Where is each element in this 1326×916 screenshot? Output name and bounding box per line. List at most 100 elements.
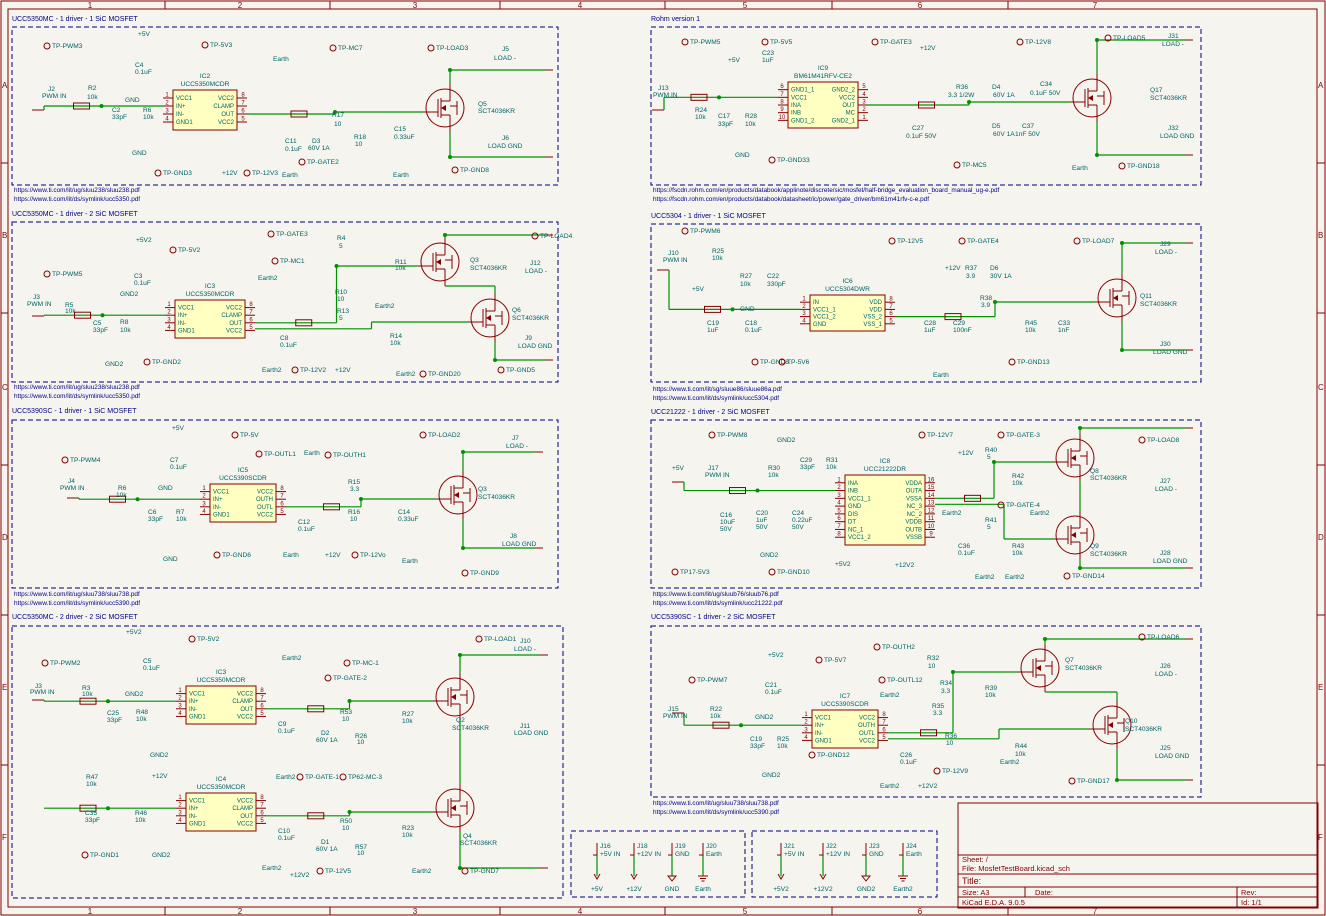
test-point-icon[interactable] bbox=[1008, 358, 1016, 366]
test-point-icon[interactable] bbox=[43, 270, 51, 278]
test-point-icon[interactable] bbox=[461, 867, 469, 875]
ic-ic6[interactable]: IC6UCC5304DWRIN1VCC1_12VCC1_23GND4VDD8VD… bbox=[800, 278, 895, 332]
datasheet-link[interactable]: https://www.ti.com/lit/ds/symlink/ucc539… bbox=[653, 809, 779, 816]
datasheet-link[interactable]: https://www.ti.com/lit/ds/symlink/ucc535… bbox=[14, 196, 140, 203]
test-point-icon[interactable] bbox=[451, 166, 459, 174]
test-point-icon[interactable] bbox=[324, 674, 332, 682]
datasheet-link[interactable]: https://www.ti.com/lit/ds/symlink/ucc539… bbox=[14, 600, 140, 607]
datasheet-link[interactable]: https://fscdn.rohm.com/en/products/datab… bbox=[653, 187, 1000, 194]
ic-body[interactable] bbox=[844, 474, 926, 546]
test-point-icon[interactable] bbox=[497, 366, 505, 374]
ic-body[interactable] bbox=[172, 89, 238, 131]
test-point-icon[interactable] bbox=[681, 38, 689, 46]
test-point-icon[interactable] bbox=[1104, 34, 1112, 42]
test-point-icon[interactable] bbox=[681, 227, 689, 235]
test-point-icon[interactable] bbox=[873, 643, 881, 651]
ic-body[interactable] bbox=[174, 299, 246, 339]
test-point-icon[interactable] bbox=[296, 773, 304, 781]
test-point-icon[interactable] bbox=[1138, 436, 1146, 444]
test-point-icon[interactable] bbox=[329, 44, 337, 52]
test-point-icon[interactable] bbox=[41, 659, 49, 667]
test-point-icon[interactable] bbox=[997, 501, 1005, 509]
test-point-icon[interactable] bbox=[1138, 633, 1146, 641]
test-point-icon[interactable] bbox=[343, 659, 351, 667]
test-point-icon[interactable] bbox=[419, 370, 427, 378]
test-point-icon[interactable] bbox=[871, 38, 879, 46]
test-point-icon[interactable] bbox=[81, 851, 89, 859]
ic-body[interactable] bbox=[809, 294, 886, 332]
test-point-icon[interactable] bbox=[808, 751, 816, 759]
datasheet-link[interactable]: https://www.ti.com/lit/sg/sluue86/sluue8… bbox=[653, 386, 782, 393]
ic-ic4[interactable]: IC4UCC5350MCDRVCC11IN+2IN-3GND14VCC28CLA… bbox=[176, 776, 266, 832]
ic-body[interactable] bbox=[787, 81, 859, 129]
test-point-icon[interactable] bbox=[888, 237, 896, 245]
test-point-icon[interactable] bbox=[213, 551, 221, 559]
ic-ic3[interactable]: IC3UCC5350MCDRVCC11IN+2IN-3GND14VCC28CLA… bbox=[176, 669, 266, 725]
test-point-icon[interactable] bbox=[154, 169, 162, 177]
ic-body[interactable] bbox=[811, 709, 879, 749]
test-point-icon[interactable] bbox=[339, 773, 347, 781]
test-point-icon[interactable] bbox=[291, 366, 299, 374]
ic-ic3[interactable]: IC3UCC5350MCDRVCC11IN+2IN-3GND14VCC28CLA… bbox=[165, 283, 255, 339]
test-point-icon[interactable] bbox=[878, 676, 886, 684]
datasheet-link[interactable]: https://www.ti.com/lit/ug/sluu238/sluu23… bbox=[14, 384, 140, 391]
ic-ic9[interactable]: IC9BM61M41RFV-CE2GND1_16VCC17INA8INB9GND… bbox=[778, 65, 868, 129]
test-point-icon[interactable] bbox=[1073, 237, 1081, 245]
datasheet-link[interactable]: https://www.ti.com/lit/ds/symlink/ucc530… bbox=[653, 395, 779, 402]
datasheet-link[interactable]: https://www.ti.com/lit/ug/sluub76/sluub7… bbox=[653, 591, 779, 598]
ic-ic5[interactable]: IC5UCC5390SCDRVCC11IN+2IN-3GND14VCC28OUT… bbox=[200, 467, 286, 523]
test-point-icon[interactable] bbox=[188, 635, 196, 643]
datasheet-link[interactable]: https://www.ti.com/lit/ug/sluu238/sluu23… bbox=[14, 187, 140, 194]
test-point-icon[interactable] bbox=[933, 767, 941, 775]
test-point-icon[interactable] bbox=[953, 161, 961, 169]
test-point-icon[interactable] bbox=[768, 156, 776, 164]
ic-ic8[interactable]: IC8UCC21222DRINA1INB2VCC1_13GND4DIS5DT6N… bbox=[835, 458, 935, 546]
ic-body[interactable] bbox=[209, 483, 277, 523]
test-point-icon[interactable] bbox=[243, 169, 251, 177]
datasheet-link[interactable]: https://www.ti.com/lit/ug/sluu738/sluu73… bbox=[653, 800, 779, 807]
test-point-icon[interactable] bbox=[708, 431, 716, 439]
ic-ic2[interactable]: IC2UCC5350MCDRVCC11IN+2IN-3GND14VCC28CLA… bbox=[163, 73, 247, 131]
test-point-icon[interactable] bbox=[461, 569, 469, 577]
ic-body[interactable] bbox=[185, 685, 257, 725]
test-point-icon[interactable] bbox=[671, 568, 679, 576]
ic-ic7[interactable]: IC7UCC5390SCDRVCC11IN+2IN-3GND14VCC28OUT… bbox=[802, 693, 888, 749]
test-point-icon[interactable] bbox=[768, 568, 776, 576]
test-point-icon[interactable] bbox=[918, 431, 926, 439]
datasheet-link[interactable]: https://fscdn.rohm.com/en/products/datab… bbox=[653, 196, 929, 203]
datasheet-link[interactable]: https://www.ti.com/lit/ds/symlink/ucc535… bbox=[14, 393, 140, 400]
test-point-icon[interactable] bbox=[688, 676, 696, 684]
test-point-icon[interactable] bbox=[419, 431, 427, 439]
test-point-icon[interactable] bbox=[958, 237, 966, 245]
test-point-icon[interactable] bbox=[997, 431, 1005, 439]
test-point-icon[interactable] bbox=[531, 232, 539, 240]
datasheet-link[interactable]: https://www.ti.com/lit/ds/symlink/ucc212… bbox=[653, 600, 783, 607]
test-point-icon[interactable] bbox=[351, 551, 359, 559]
test-point-icon[interactable] bbox=[761, 38, 769, 46]
test-point-icon[interactable] bbox=[475, 635, 483, 643]
test-point-icon[interactable] bbox=[169, 246, 177, 254]
test-point-icon[interactable] bbox=[324, 451, 332, 459]
test-point-icon[interactable] bbox=[43, 42, 51, 50]
component-label: Q6 bbox=[512, 307, 521, 314]
test-point-icon[interactable] bbox=[255, 450, 263, 458]
ic-body[interactable] bbox=[185, 792, 257, 832]
test-point-icon[interactable] bbox=[201, 41, 209, 49]
test-point-icon[interactable] bbox=[1118, 162, 1126, 170]
test-point-icon[interactable] bbox=[1016, 38, 1024, 46]
test-point-icon[interactable] bbox=[427, 44, 435, 52]
test-point-icon[interactable] bbox=[751, 358, 759, 366]
test-point-icon[interactable] bbox=[316, 867, 324, 875]
test-point-icon[interactable] bbox=[298, 158, 306, 166]
test-point-icon[interactable] bbox=[1063, 572, 1071, 580]
test-point-icon[interactable] bbox=[271, 257, 279, 265]
test-point-icon[interactable] bbox=[231, 431, 239, 439]
test-point-icon[interactable] bbox=[815, 656, 823, 664]
test-point-icon[interactable] bbox=[267, 230, 275, 238]
datasheet-link[interactable]: https://www.ti.com/lit/ug/sluu738/sluu73… bbox=[14, 591, 140, 598]
test-point-icon[interactable] bbox=[143, 358, 151, 366]
test-point-icon[interactable] bbox=[1068, 777, 1076, 785]
test-point-icon[interactable] bbox=[778, 358, 786, 366]
test-point-icon[interactable] bbox=[61, 456, 69, 464]
